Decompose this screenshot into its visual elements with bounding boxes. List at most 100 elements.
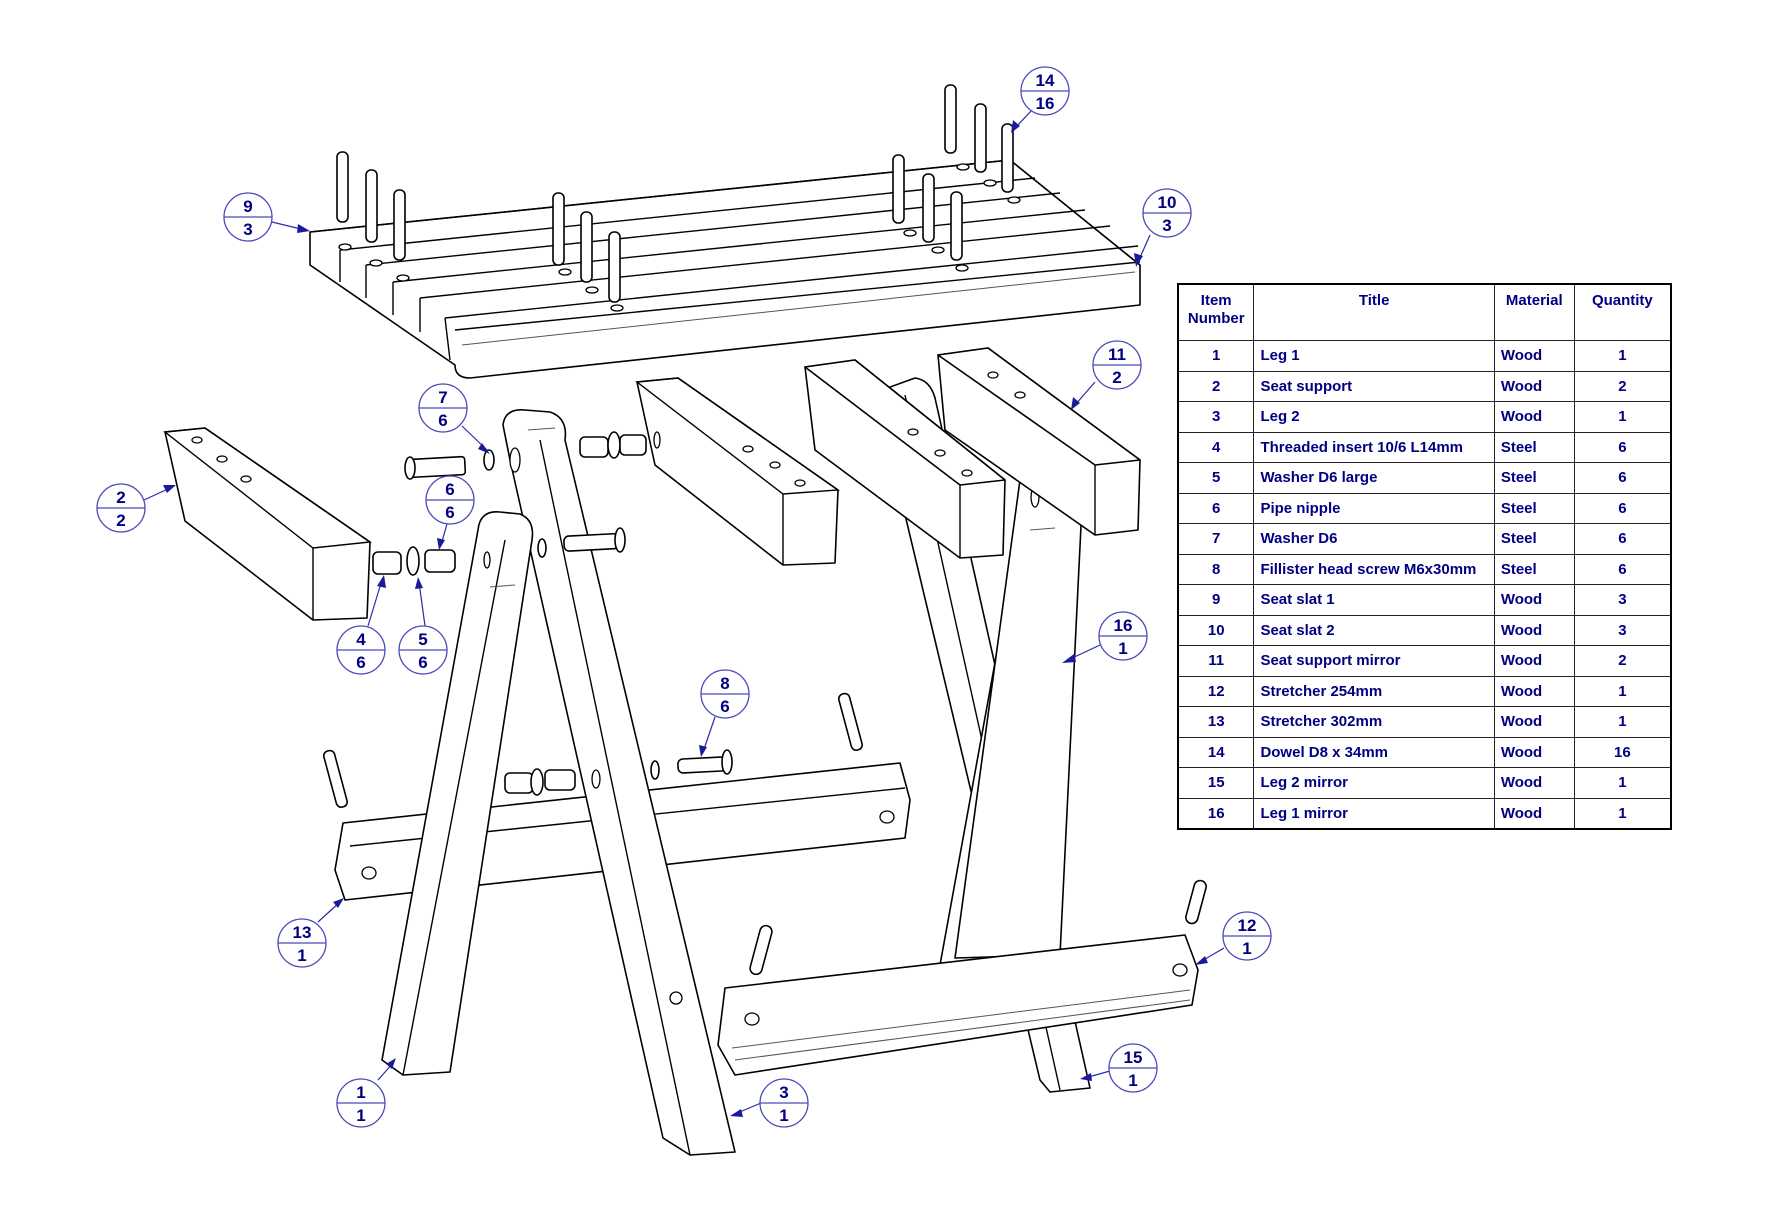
bom-cell-material: Wood (1493, 401, 1575, 433)
bom-cell-item: 16 (1177, 797, 1255, 830)
balloon-item-5: 56 (398, 625, 448, 675)
bom-cell-quantity: 6 (1573, 553, 1672, 585)
svg-text:10: 10 (1158, 193, 1177, 212)
leader-lines (143, 109, 1225, 1117)
bom-cell-title: Leg 1 (1253, 340, 1495, 372)
bom-cell-quantity: 2 (1573, 645, 1672, 677)
header-material: Material (1493, 283, 1575, 341)
bom-cell-title: Dowel D8 x 34mm (1253, 736, 1495, 768)
bom-cell-material: Wood (1493, 645, 1575, 677)
bom-cell-item: 2 (1177, 370, 1255, 402)
bom-cell-quantity: 1 (1573, 767, 1672, 799)
svg-text:3: 3 (779, 1083, 788, 1102)
hardware-upper (372, 431, 647, 576)
bom-cell-item: 12 (1177, 675, 1255, 707)
bom-cell-title: Fillister head screw M6x30mm (1253, 553, 1495, 585)
balloon-item-6: 66 (425, 475, 475, 525)
balloon-item-13: 131 (277, 918, 327, 968)
svg-text:1: 1 (1128, 1071, 1137, 1090)
balloon-item-10: 103 (1142, 188, 1192, 238)
bom-cell-title: Stretcher 254mm (1253, 675, 1495, 707)
bom-cell-title: Seat support (1253, 370, 1495, 402)
svg-text:9: 9 (243, 197, 252, 216)
bom-cell-item: 5 (1177, 462, 1255, 494)
balloon-item-7: 76 (418, 383, 468, 433)
bom-cell-title: Washer D6 large (1253, 462, 1495, 494)
svg-text:6: 6 (445, 480, 454, 499)
bom-cell-material: Steel (1493, 431, 1575, 463)
bom-cell-quantity: 1 (1573, 675, 1672, 707)
svg-text:3: 3 (1162, 216, 1171, 235)
bom-cell-title: Threaded insert 10/6 L14mm (1253, 431, 1495, 463)
bom-cell-material: Wood (1493, 706, 1575, 738)
bom-cell-item: 9 (1177, 584, 1255, 616)
svg-text:13: 13 (293, 923, 312, 942)
balloon-item-2: 22 (96, 483, 146, 533)
bom-cell-quantity: 1 (1573, 401, 1672, 433)
bom-cell-quantity: 1 (1573, 340, 1672, 372)
bom-cell-item: 14 (1177, 736, 1255, 768)
balloon-item-1: 11 (336, 1078, 386, 1128)
balloon-item-12: 121 (1222, 911, 1272, 961)
svg-text:12: 12 (1238, 916, 1257, 935)
svg-text:4: 4 (356, 630, 366, 649)
svg-text:3: 3 (243, 220, 252, 239)
bom-cell-item: 8 (1177, 553, 1255, 585)
balloon-item-9: 93 (223, 192, 273, 242)
bom-cell-title: Leg 2 mirror (1253, 767, 1495, 799)
bom-cell-item: 7 (1177, 523, 1255, 555)
part-seat-support-left (163, 427, 372, 621)
bom-cell-material: Steel (1493, 553, 1575, 585)
bom-cell-title: Stretcher 302mm (1253, 706, 1495, 738)
part-seat-slats (309, 159, 1141, 379)
header-quantity: Quantity (1573, 283, 1672, 341)
bom-cell-material: Steel (1493, 462, 1575, 494)
part-leg-1 (381, 511, 534, 1076)
bom-cell-material: Wood (1493, 584, 1575, 616)
part-stretcher-254 (717, 879, 1207, 1076)
balloon-item-15: 151 (1108, 1043, 1158, 1093)
bom-cell-material: Wood (1493, 614, 1575, 646)
bom-cell-quantity: 1 (1573, 706, 1672, 738)
svg-text:16: 16 (1114, 616, 1133, 635)
bom-cell-material: Wood (1493, 736, 1575, 768)
svg-text:15: 15 (1124, 1048, 1143, 1067)
bom-cell-item: 13 (1177, 706, 1255, 738)
bom-cell-item: 11 (1177, 645, 1255, 677)
svg-text:6: 6 (418, 653, 427, 672)
balloon-item-3: 31 (759, 1078, 809, 1128)
svg-text:16: 16 (1036, 94, 1055, 113)
svg-text:6: 6 (720, 697, 729, 716)
bom-cell-quantity: 6 (1573, 523, 1672, 555)
bom-cell-title: Seat support mirror (1253, 645, 1495, 677)
bom-cell-quantity: 1 (1573, 797, 1672, 830)
bom-cell-material: Steel (1493, 492, 1575, 524)
bom-cell-item: 10 (1177, 614, 1255, 646)
svg-text:14: 14 (1036, 71, 1055, 90)
bom-cell-item: 6 (1177, 492, 1255, 524)
svg-text:7: 7 (438, 388, 447, 407)
svg-text:5: 5 (418, 630, 427, 649)
part-seat-support-mirror-a (804, 359, 1006, 559)
svg-text:1: 1 (356, 1106, 365, 1125)
svg-text:6: 6 (438, 411, 447, 430)
bom-cell-material: Wood (1493, 370, 1575, 402)
bom-cell-title: Seat slat 2 (1253, 614, 1495, 646)
svg-text:6: 6 (445, 503, 454, 522)
